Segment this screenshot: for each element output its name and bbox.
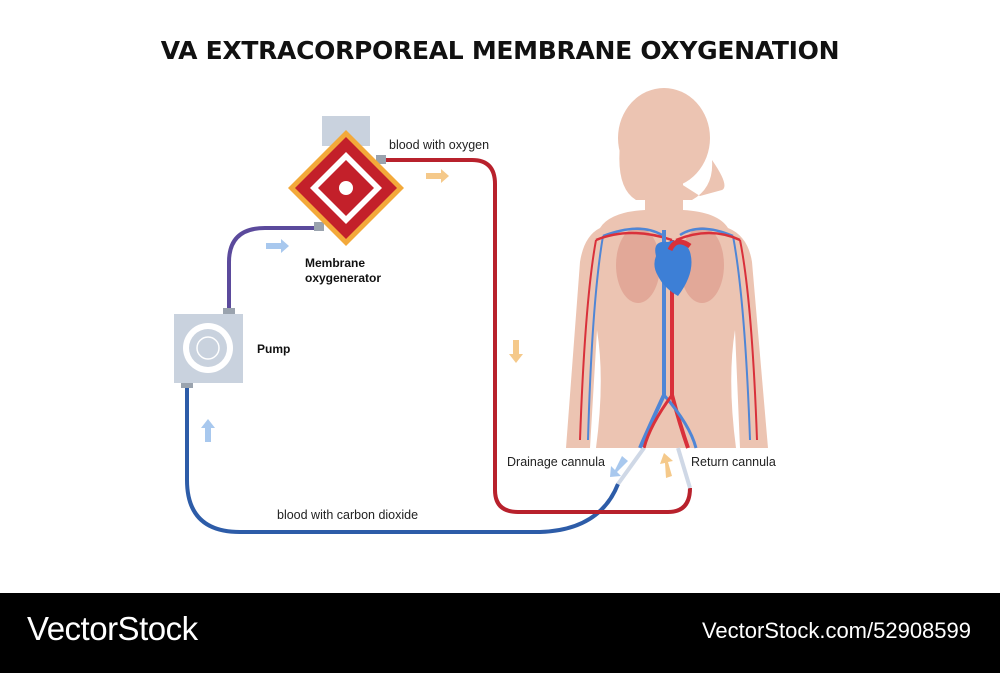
iliac-artery-left: [642, 394, 674, 449]
arrow-right-icon: [266, 239, 289, 253]
oxygenator-inlet-connector: [314, 222, 324, 231]
oxygenator-outlet-connector: [376, 155, 386, 164]
arrow-up-icon: [660, 453, 673, 478]
arrow-down-icon: [509, 340, 523, 363]
arrow-right-icon: [426, 169, 449, 183]
subclavian-vein-left: [602, 227, 663, 238]
oxygenator-port: [339, 181, 353, 195]
page-title: VA EXTRACORPOREAL MEMBRANE OXYGENATION: [160, 36, 840, 65]
label-pump: Pump: [257, 342, 291, 356]
arm-artery-right: [739, 239, 758, 441]
brand-logo: VectorStock: [27, 610, 198, 647]
pump-outlet-connector: [223, 308, 235, 316]
subclavian-vein-right: [679, 227, 734, 238]
pump-rotor: [196, 336, 220, 360]
arrow-down-left-icon: [610, 456, 628, 477]
arm-vein-right: [732, 235, 751, 441]
membrane-oxygenator: [288, 116, 404, 246]
right-lung: [680, 227, 724, 303]
arterial-tube: [386, 158, 692, 514]
pump: [174, 314, 243, 383]
arrow-up-icon: [201, 419, 215, 442]
neck: [645, 180, 683, 215]
label-drainage-cannula: Drainage cannula: [507, 455, 605, 469]
pump-inlet-connector: [181, 380, 193, 388]
brand-url: VectorStock.com/52908599: [701, 618, 971, 643]
label-membrane-line2: oxygenerator: [305, 271, 382, 285]
arterial-flow-arrows: [426, 169, 673, 478]
label-blood-with-oxygen: blood with oxygen: [389, 138, 490, 152]
aortic-arch: [667, 239, 692, 252]
pump-ring-inner: [189, 329, 227, 367]
return-cannula: [676, 447, 692, 489]
arm-artery-left: [579, 239, 597, 441]
venous-flow-arrows: [201, 239, 628, 477]
label-membrane-line1: Membrane: [305, 256, 366, 270]
venous-tube: [185, 386, 620, 534]
pump-outlet-tube: [227, 226, 318, 312]
subclavian-artery-right: [675, 231, 741, 242]
label-blood-with-carbon-dioxide: blood with carbon dioxide: [277, 508, 419, 522]
drainage-cannula: [616, 446, 646, 486]
human-body: [566, 88, 768, 449]
heart: [654, 240, 692, 296]
left-lung: [616, 227, 660, 303]
watermark-footer: VectorStock VectorStock.com/52908599: [0, 593, 1000, 673]
arm-vein-left: [587, 235, 604, 441]
label-return-cannula: Return cannula: [691, 455, 776, 469]
